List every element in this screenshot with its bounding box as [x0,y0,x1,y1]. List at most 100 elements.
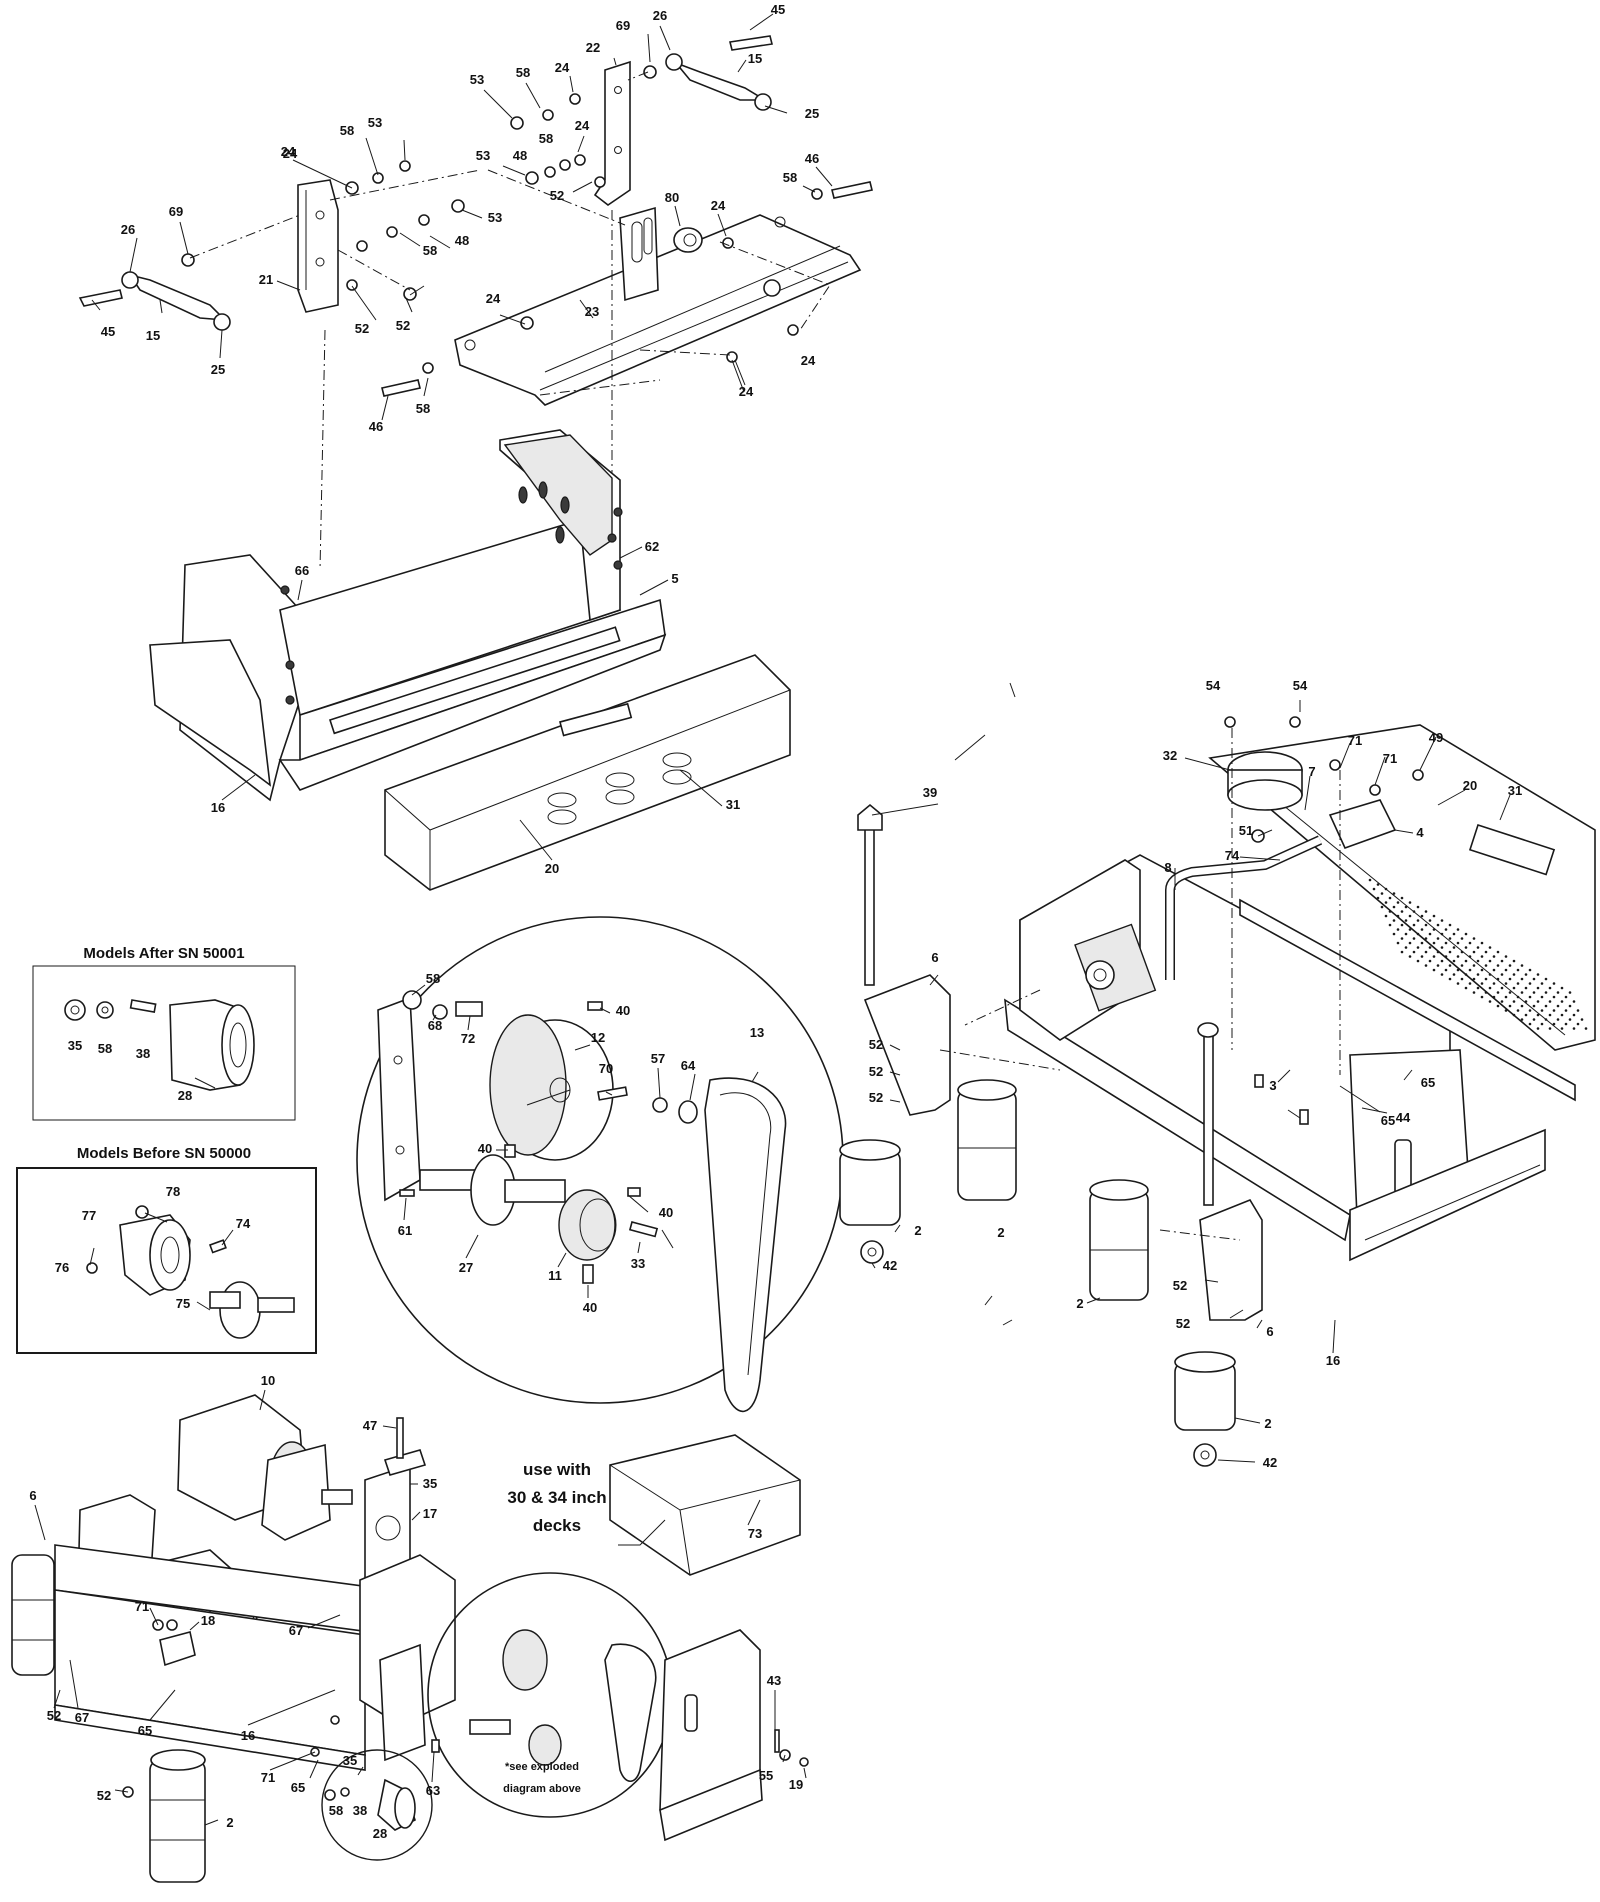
grating-hole [1512,973,1516,976]
grating-hole [1428,919,1432,922]
grating-hole [1452,946,1456,949]
grating-hole [1420,914,1424,918]
grating-hole [1504,995,1508,999]
grating-hole [1412,923,1416,927]
grating-hole [1416,932,1420,936]
see-diagram-note-1: *see exploded [505,1761,579,1773]
grating-hole [1384,887,1388,891]
part-callout: 53 [488,210,502,225]
part-callout: 2 [1076,1296,1083,1311]
grating-hole [1572,1013,1576,1017]
part-callout: 40 [659,1205,673,1220]
grating-hole [1532,1004,1536,1008]
grating-hole [1536,1000,1540,1003]
bottom-assembly [11,1394,809,1883]
part-callout: 52 [97,1788,111,1803]
grating-hole [1492,982,1496,985]
grating-hole [1496,991,1500,994]
part-callout: 5 [671,571,678,586]
part-callout: 72 [461,1031,475,1046]
part-callout: 52 [396,318,410,333]
part-callout: 52 [869,1090,883,1105]
grating-hole [1388,896,1392,900]
grating-hole [1472,964,1476,967]
grating-hole [1436,964,1440,967]
part-callout: 66 [295,563,309,578]
grating-hole [1552,982,1556,985]
grating-hole [1456,941,1460,945]
grating-hole [1456,968,1460,972]
part-callout: 25 [805,106,819,121]
part-callout: 35 [423,1476,437,1491]
grating-hole [1424,964,1428,967]
grating-hole [1508,991,1512,994]
part-callout: 24 [739,384,754,399]
part-callout: 24 [486,291,501,306]
part-callout: 2 [1264,1416,1271,1431]
part-callout: 24 [575,118,590,133]
grating-hole [1472,977,1476,981]
grating-hole [1440,946,1444,949]
part-callout: 28 [373,1826,387,1841]
grating-hole [1580,1018,1584,1021]
grating-hole [1568,1018,1572,1021]
part-callout: 17 [423,1506,437,1521]
part-callout: 24 [283,146,298,161]
grating-hole [1540,982,1544,985]
grating-hole [1528,1009,1532,1012]
part-callout: 4 [1416,825,1424,840]
inset-before [16,1167,317,1354]
grating-hole [1560,1000,1564,1003]
part-callout: 58 [516,65,530,80]
part-callout: 49 [1429,730,1443,745]
grating-hole [1508,964,1512,967]
grating-hole [1372,887,1376,891]
grating-hole [1524,986,1528,990]
part-callout: 16 [211,800,225,815]
grating-hole [1532,977,1536,981]
grating-hole [1576,1022,1580,1026]
grating-hole [1424,937,1428,940]
part-callout: 52 [47,1708,61,1723]
part-callout: 76 [55,1260,69,1275]
grating-hole [1400,910,1404,913]
grating-hole [1464,973,1468,976]
grating-hole [1488,986,1492,990]
part-callout: 48 [455,233,469,248]
grating-hole [1448,937,1452,940]
leader-lines [34,13,1511,1826]
grating-hole [1416,905,1420,909]
grating-hole [1384,901,1388,904]
part-callout: 80 [665,190,679,205]
grating-hole [1376,883,1380,886]
grating-hole [1548,1027,1552,1030]
part-callout: 58 [426,971,440,986]
grating-hole [1440,919,1444,922]
grating-hole [1544,991,1548,994]
grating-hole [1408,901,1412,904]
grating-hole [1440,973,1444,976]
grating-hole [1424,910,1428,913]
part-callout: 38 [136,1046,150,1061]
grating-hole [1452,973,1456,976]
part-callout: 58 [783,170,797,185]
grating-hole [1452,932,1456,936]
part-callout: 77 [82,1208,96,1223]
part-callout: 45 [771,2,785,17]
top-assembly [78,35,873,580]
part-callout: 2 [997,1225,1004,1240]
part-callout: 6 [29,1488,36,1503]
part-callout: 74 [1225,848,1240,863]
part-callout: 15 [748,51,762,66]
grating-hole [1444,968,1448,972]
grating-hole [1572,1027,1576,1030]
part-callout: 31 [1508,783,1522,798]
part-callout: 44 [1396,1110,1411,1125]
grating-hole [1584,1027,1588,1030]
grating-hole [1412,950,1416,954]
part-callout: 26 [653,8,667,23]
part-callout: 2 [914,1223,921,1238]
grating-hole [1420,928,1424,931]
grating-hole [1524,1000,1528,1003]
